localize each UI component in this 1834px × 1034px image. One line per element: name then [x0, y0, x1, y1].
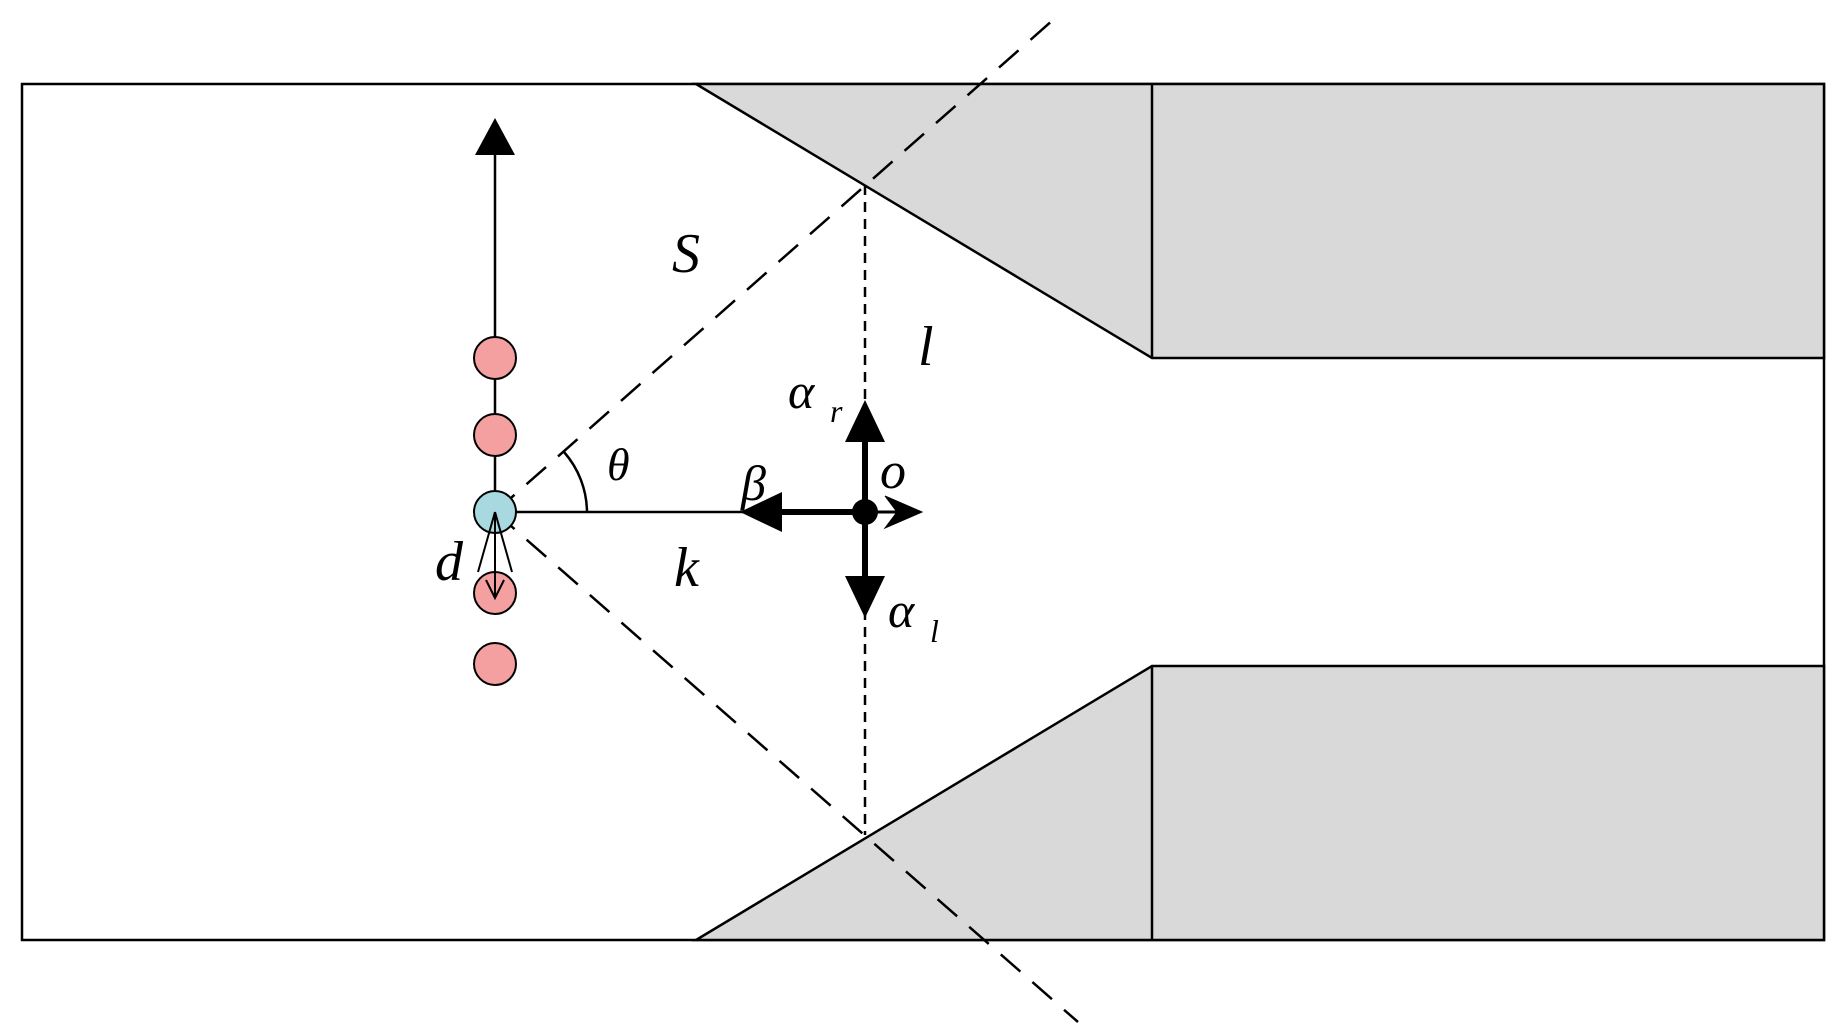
beta-arrowhead — [740, 492, 782, 532]
label-l: l — [918, 316, 934, 378]
label-o: o — [880, 443, 906, 500]
lower-obstacle — [691, 664, 1826, 942]
label-d: d — [435, 531, 464, 593]
label-s: S — [672, 223, 700, 285]
d-arrow-right — [494, 511, 513, 573]
label-k: k — [674, 537, 700, 599]
right-arrowhead — [883, 495, 924, 530]
alpha-r-arrowhead — [845, 400, 885, 442]
pink-circle — [473, 336, 517, 380]
d-arrow-head — [485, 579, 505, 601]
pink-circle — [473, 642, 517, 686]
label-alpha-l: α — [888, 582, 916, 638]
label-theta: θ — [607, 439, 630, 490]
upper-obstacle — [691, 82, 1826, 360]
label-beta: β — [740, 455, 766, 511]
dashed-line-lower — [494, 511, 1079, 1023]
label-alpha-r: α — [788, 363, 816, 419]
alpha-l-arrowhead — [845, 576, 885, 618]
label-alpha-r-sub: r — [830, 393, 843, 429]
theta-arc — [563, 451, 589, 513]
pink-circle — [473, 413, 517, 457]
d-arrow-left — [477, 511, 496, 573]
vertical-axis-arrowhead — [475, 118, 515, 155]
label-alpha-l-sub: l — [930, 613, 939, 649]
